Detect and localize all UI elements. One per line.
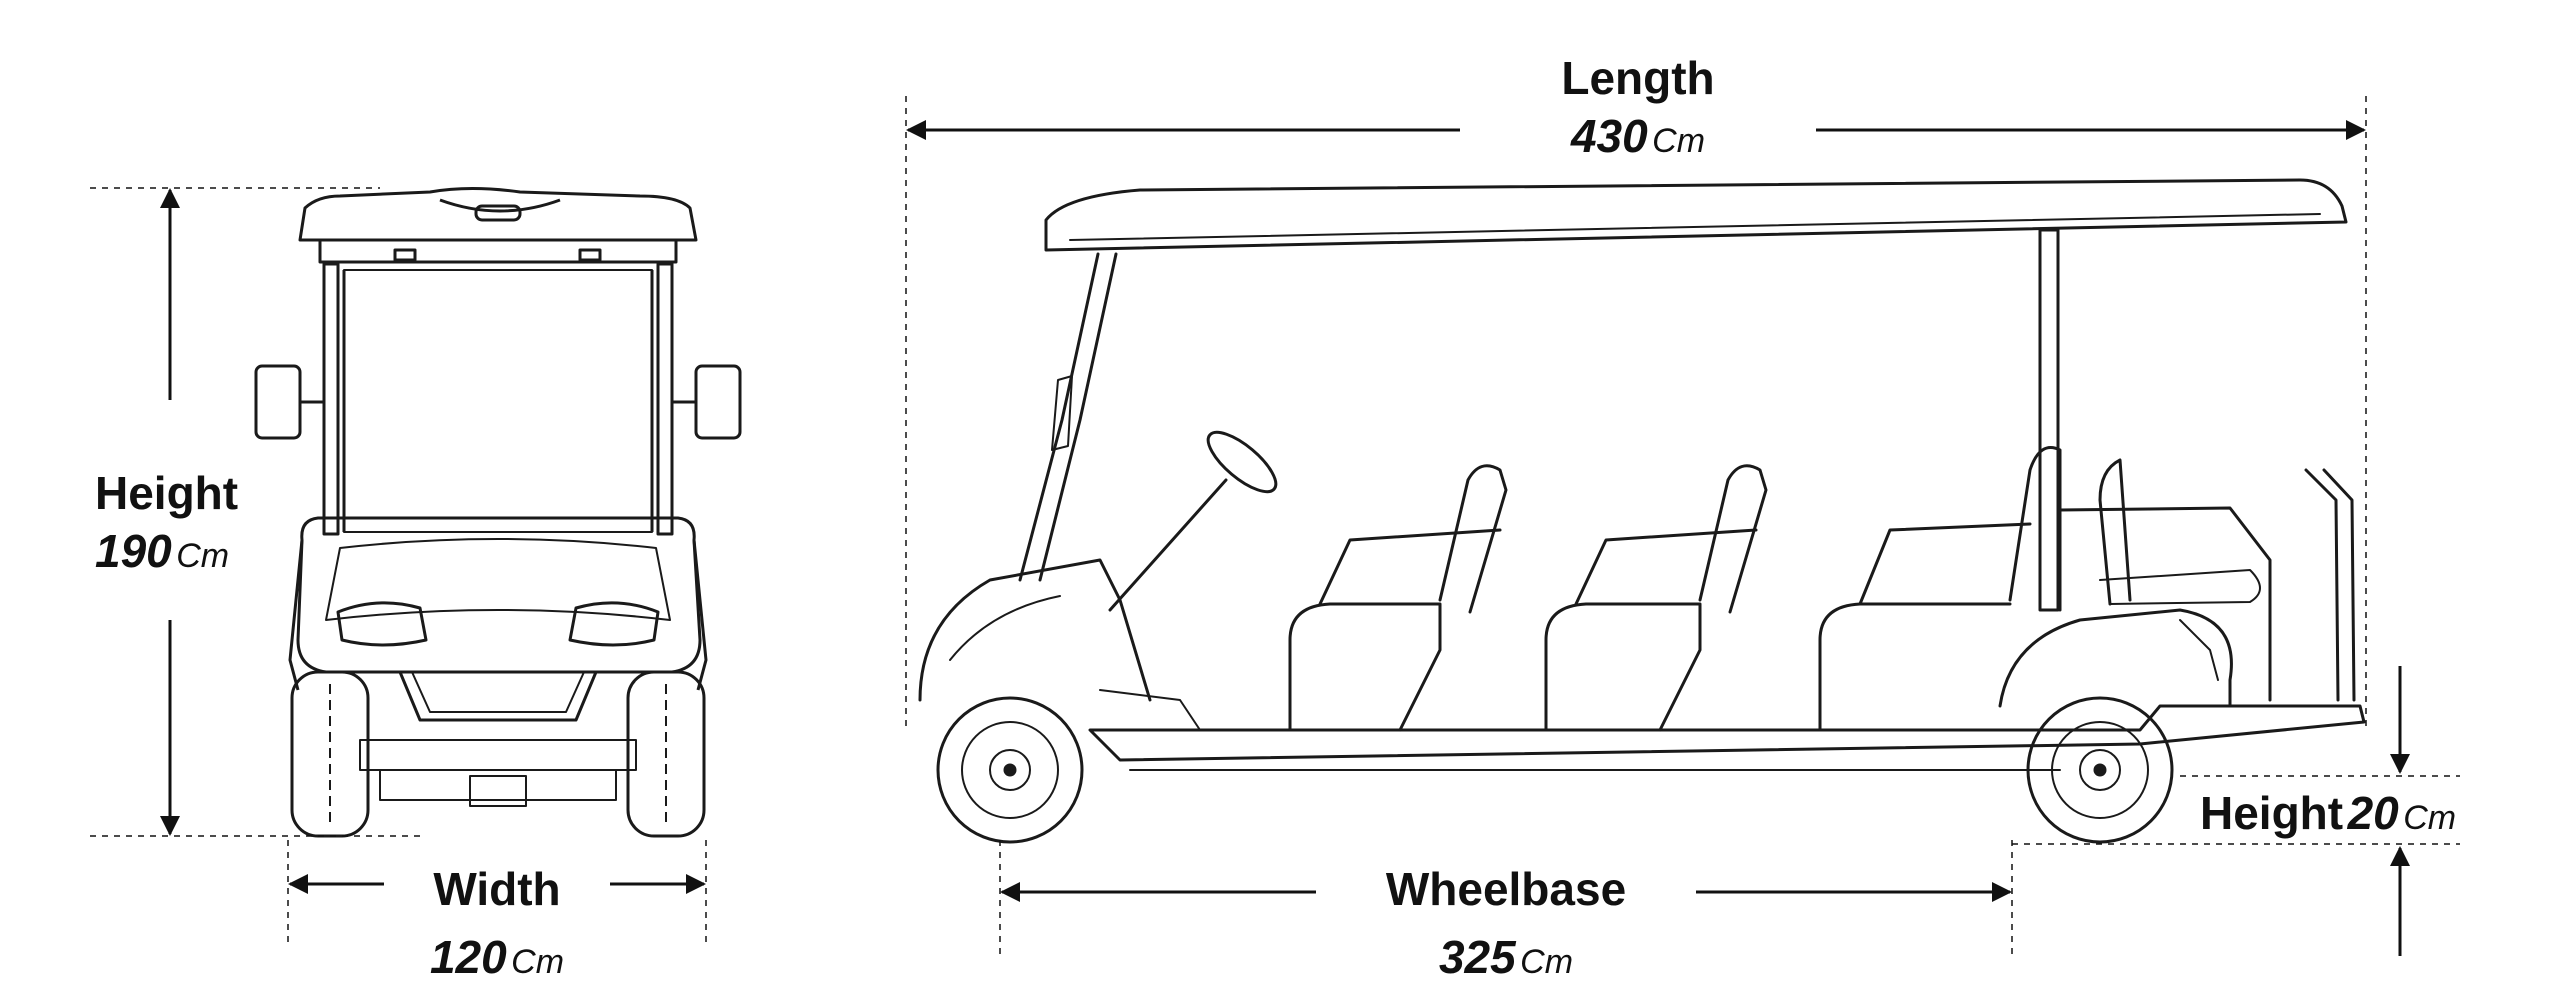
wheelbase-value: 325: [1438, 931, 1516, 983]
front-height-unit: Cm: [176, 537, 230, 575]
length-measure: 430 Cm: [1561, 113, 1714, 159]
front-width-unit: Cm: [511, 943, 565, 981]
ground-clearance-value: 20: [2347, 787, 2399, 839]
front-width-measure: 120 Cm: [430, 934, 564, 980]
dimension-lines: [90, 96, 2460, 956]
ground-clearance-name: Height: [2200, 787, 2344, 839]
front-height-measure: 190 Cm: [95, 528, 238, 574]
length-name: Length: [1561, 52, 1715, 104]
front-width-value: 120: [429, 931, 507, 983]
front-width-label: Width 120 Cm: [430, 866, 564, 980]
wheelbase-unit: Cm: [1520, 943, 1574, 981]
front-view-cart: [254, 187, 742, 838]
wheelbase-label: Wheelbase 325 Cm: [1386, 866, 1626, 980]
ground-clearance-unit: Cm: [2403, 799, 2457, 837]
length-value: 430: [1570, 110, 1648, 162]
front-height-name: Height: [95, 467, 239, 519]
front-height-value: 190: [95, 525, 172, 577]
wheelbase-measure: 325 Cm: [1386, 934, 1626, 980]
ground-clearance-label: Height 20 Cm: [2200, 790, 2456, 836]
side-view-cart: [918, 178, 2366, 844]
length-label: Length 430 Cm: [1561, 55, 1714, 159]
front-width-name: Width: [433, 863, 561, 915]
length-unit: Cm: [1652, 122, 1706, 160]
wheelbase-name: Wheelbase: [1385, 863, 1627, 915]
front-height-label: Height 190 Cm: [95, 470, 238, 574]
